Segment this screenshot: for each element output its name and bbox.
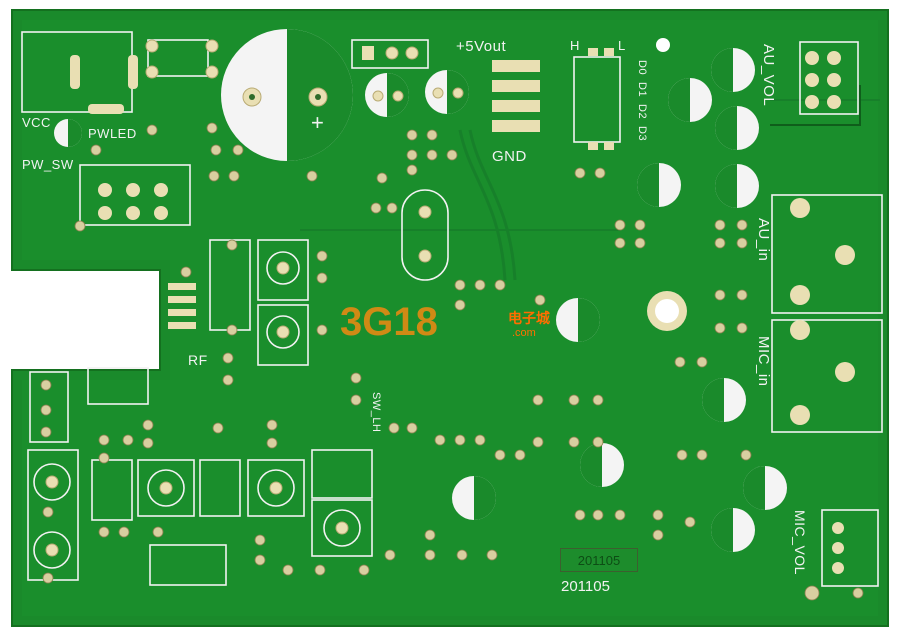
label-mic-in: MIC_in (755, 336, 772, 387)
svg-text:+: + (311, 110, 324, 135)
label-pw-sw: PW_SW (22, 157, 74, 172)
label-sw-lh: SW_LH (370, 392, 382, 433)
watermark-chinese-text: 电子城 (508, 311, 550, 327)
label-vcc: VCC (22, 115, 51, 130)
label-d2: D2 (636, 104, 648, 120)
label-5v-out: +5Vout (456, 38, 507, 55)
label-pwled: PWLED (88, 126, 137, 141)
label-gnd: GND (492, 148, 527, 165)
watermark-logo-text: 3G18 (340, 300, 438, 344)
label-au-in: AU_in (755, 218, 772, 262)
label-l: L (618, 38, 626, 53)
date-code-text: 201105 (561, 578, 610, 595)
label-d0: D0 (636, 60, 648, 76)
watermark-domain: .com (512, 327, 536, 339)
label-rf: RF (188, 352, 208, 368)
label-d1: D1 (636, 82, 648, 98)
label-h: H (570, 38, 580, 53)
watermark-logo: 3G18 电子城 .com (340, 300, 600, 350)
label-au-vol: AU_VOL (760, 44, 777, 107)
label-d3: D3 (636, 126, 648, 142)
label-mic-vol: MIC_VOL (792, 510, 808, 575)
date-code-box: 201105 (560, 548, 638, 572)
